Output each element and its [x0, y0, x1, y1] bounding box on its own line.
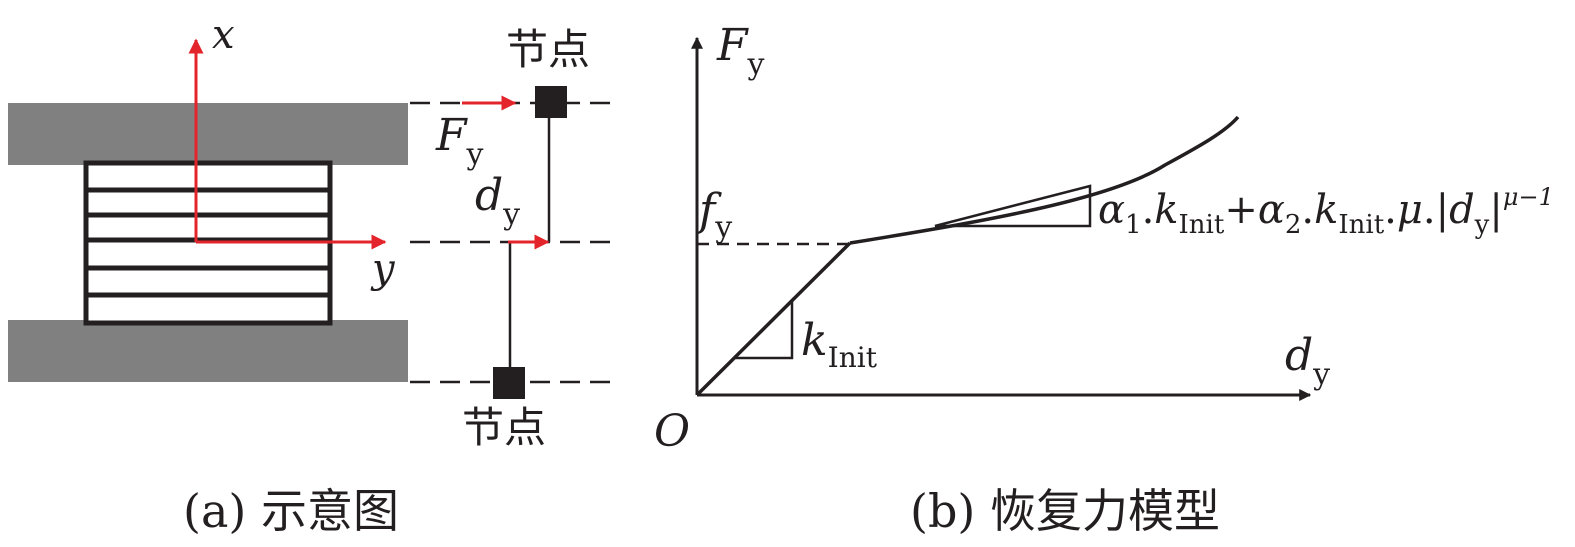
force-label: Fy [435, 110, 484, 172]
kinit-triangle [730, 296, 794, 360]
post-yield-triangle [934, 184, 1092, 228]
y-axis-label: y [370, 246, 396, 292]
node-label-bottom: 节点 [462, 403, 546, 452]
origin-label: O [654, 406, 690, 457]
post-yield-stiffness-formula: α1.kInit+α2.kInit.μ.|dy|μ−1 [1098, 183, 1554, 240]
panel-a-schematic: x y 节点 节点 Fy dy (a) 示意图 [8, 12, 615, 538]
caption-b: (b) 恢复力模型 [910, 484, 1220, 538]
caption-a: (a) 示意图 [183, 484, 399, 538]
node-label-top: 节点 [506, 25, 590, 74]
node-square-bottom [493, 367, 525, 399]
fy-axis-label: Fy [716, 20, 765, 82]
dy-axis-label: dy [1285, 330, 1330, 392]
panel-b-restoring-force-model: Fy dy O fy kInit α1.kInit+α2.kInit.μ.|dy… [654, 20, 1554, 538]
post-yield-curve [849, 115, 1240, 245]
kinit-label: kInit [801, 315, 878, 374]
x-axis-label: x [212, 12, 235, 58]
top-plate [8, 103, 408, 165]
node-square-top [535, 86, 567, 118]
bottom-plate [8, 320, 408, 382]
disp-label: dy [475, 170, 520, 232]
yield-force-label: fy [696, 185, 732, 245]
